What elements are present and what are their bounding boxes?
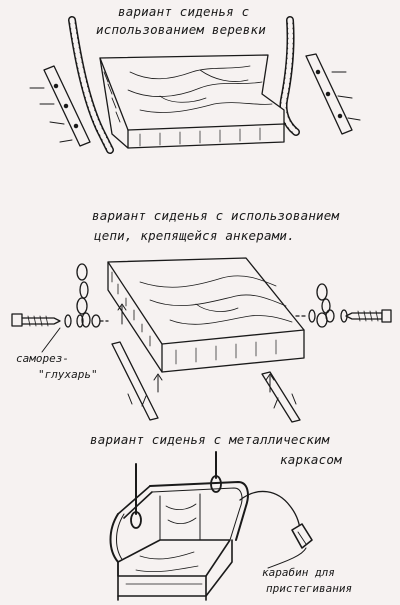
carabiner-cord [240, 491, 300, 532]
frame-caption-line2: каркасом [280, 452, 342, 467]
chain-right-strap [262, 372, 300, 422]
rope-seat-illustration [30, 20, 360, 150]
rope-caption-line1: вариант сиденья с [118, 4, 249, 19]
carabiner [292, 524, 312, 548]
chain-caption-line2: цепи, крепящейся анкерами. [94, 228, 295, 243]
rope-right-strap [306, 54, 360, 134]
carabiner-label-line2: пристегивания [266, 582, 352, 595]
chain-caption-line1: вариант сиденья с использованием [92, 208, 339, 223]
screw-right [296, 310, 391, 322]
screw-label-line2: "глухарь" [38, 368, 98, 381]
chain-seat-board [108, 258, 304, 372]
chain-seat-illustration [12, 258, 391, 422]
chain-left-strap [112, 342, 158, 420]
rope-seat-board [100, 55, 284, 148]
frame-caption-line1: вариант сиденья с металлическим [90, 432, 330, 447]
screw-label-line1: саморез- [16, 352, 69, 365]
screw-left [12, 314, 108, 327]
carabiner-label-line1: карабин для [262, 566, 335, 579]
rope-caption-line2: использованием веревки [96, 22, 266, 37]
chain-left [77, 264, 90, 327]
